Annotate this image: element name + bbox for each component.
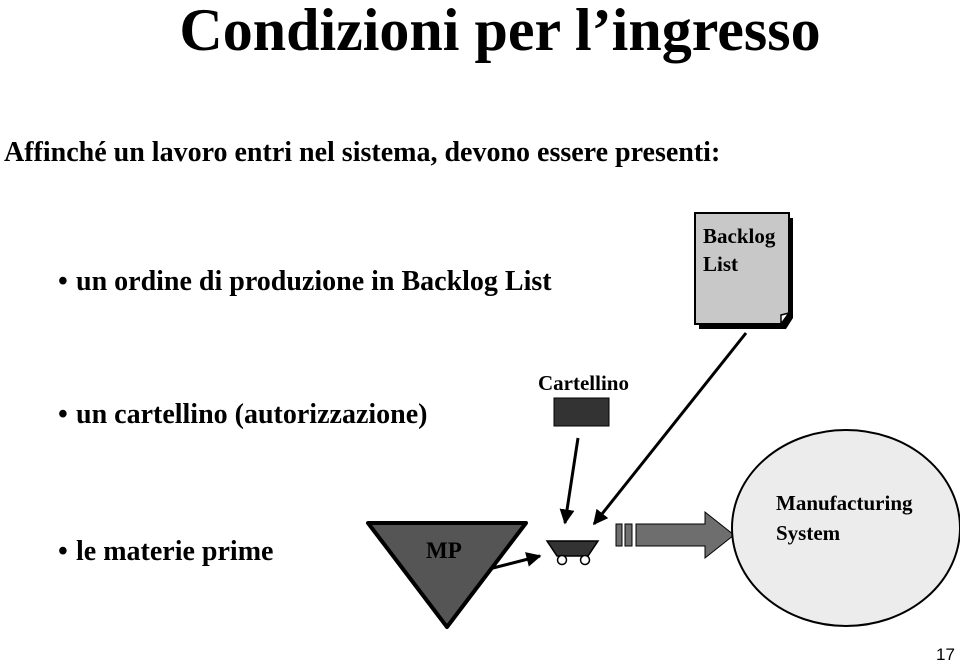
bullet-order: • un ordine di produzione in Backlog List — [58, 266, 552, 298]
materials-to-cart-arrow — [492, 552, 542, 570]
manufacturing-system-ellipse: Manufacturing System — [731, 429, 960, 627]
bullet-card-text: un cartellino (autorizzazione) — [76, 399, 428, 430]
backlog-document-fold — [780, 311, 791, 327]
slide-title: Condizioni per l’ingresso — [179, 0, 821, 63]
backlog-document-icon: Backlog List — [694, 212, 793, 329]
card-label: Cartellino — [538, 371, 629, 395]
bullet-dot: • — [58, 266, 68, 297]
card-icon — [553, 397, 610, 427]
bullet-order-text: un ordine di produzione in Backlog List — [76, 266, 552, 297]
backlog-label-line2: List — [703, 252, 738, 276]
card-to-cart-arrow — [559, 437, 580, 525]
mp-label: MP — [426, 538, 462, 563]
intro-text: Affinché un lavoro entri nel sistema, de… — [4, 137, 721, 168]
bullet-dot: • — [58, 536, 68, 567]
page-number: 17 — [936, 645, 955, 664]
cart-icon — [545, 540, 600, 566]
bullet-materials: • le materie prime — [58, 536, 273, 568]
flow-block-arrow — [615, 510, 735, 560]
system-label-line2: System — [776, 521, 841, 545]
raw-materials-funnel: MP — [366, 521, 528, 629]
bullet-dot: • — [58, 399, 68, 430]
bullet-card: • un cartellino (autorizzazione) — [58, 399, 427, 431]
bullet-materials-text: le materie prime — [76, 536, 274, 567]
backlog-to-cart-arrow — [592, 332, 748, 526]
backlog-label-line1: Backlog — [703, 224, 776, 248]
system-label-line1: Manufacturing — [776, 491, 913, 515]
